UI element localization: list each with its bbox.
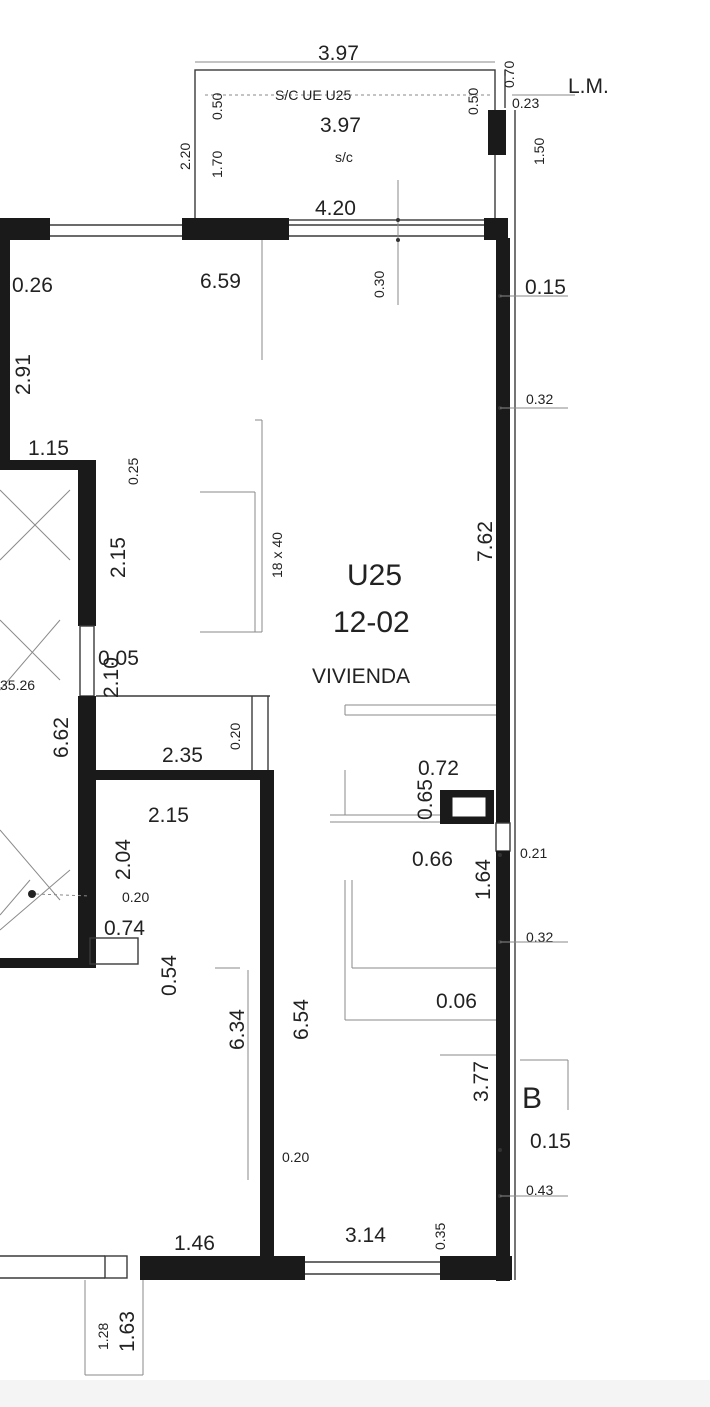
dim-634: 6.34 — [226, 1009, 249, 1050]
dim-020-c: 0.20 — [282, 1149, 309, 1165]
dim-043: 0.43 — [526, 1182, 553, 1198]
stair-core — [0, 460, 139, 968]
dim-021: 0.21 — [520, 845, 547, 861]
dim-balcony-width: 3.97 — [318, 42, 359, 65]
dim-654: 6.54 — [290, 999, 313, 1040]
unit-code: U25 — [347, 559, 402, 592]
exterior-walls — [0, 110, 516, 1376]
bottom-strip — [0, 1380, 710, 1407]
dim-074: 0.74 — [104, 917, 145, 940]
dim-164: 1.64 — [472, 859, 495, 900]
balcony — [194, 61, 575, 221]
dim-070: 0.70 — [501, 61, 517, 88]
dim-377: 3.77 — [470, 1061, 493, 1102]
dim-146: 1.46 — [174, 1232, 215, 1255]
dim-1840: 18 x 40 — [269, 532, 285, 578]
dim-659: 6.59 — [200, 270, 241, 293]
dim-015-a: 0.15 — [525, 276, 566, 299]
dim-005: 0.05 — [98, 647, 139, 670]
dim-023: 0.23 — [512, 95, 539, 111]
dim-066: 0.66 — [412, 848, 453, 871]
interior-walls — [92, 180, 569, 1260]
dim-030: 0.30 — [371, 271, 387, 298]
dim-220: 2.20 — [177, 143, 193, 170]
dim-balcony-inner: 3.97 — [320, 114, 361, 137]
section-marker: B — [522, 1082, 542, 1115]
dim-762: 7.62 — [474, 521, 497, 562]
dim-006: 0.06 — [436, 990, 477, 1013]
dim-170: 1.70 — [209, 151, 225, 178]
dim-150: 1.50 — [531, 138, 547, 165]
dim-026: 0.26 — [12, 274, 53, 297]
dim-035: 0.35 — [432, 1223, 448, 1250]
labels: 3.97 S/C UE U25 3.97 s/c 0.50 1.70 2.20 … — [0, 42, 609, 1352]
dim-072: 0.72 — [418, 757, 459, 780]
dim-163: 1.63 — [116, 1311, 139, 1352]
dim-291: 2.91 — [12, 354, 35, 395]
use-label: VIVIENDA — [312, 665, 410, 688]
dim-235: 2.35 — [162, 744, 203, 767]
dim-204: 2.04 — [112, 839, 135, 880]
dim-025: 0.25 — [125, 458, 141, 485]
balcony-sc: s/c — [335, 149, 353, 165]
dim-065: 0.65 — [414, 779, 437, 820]
dim-314: 3.14 — [345, 1224, 386, 1247]
dim-032-a: 0.32 — [526, 391, 553, 407]
dim-015-b: 0.15 — [530, 1130, 571, 1153]
dim-128: 1.28 — [95, 1323, 111, 1350]
dim-210: 2.10 — [100, 657, 123, 698]
balcony-label: S/C UE U25 — [275, 87, 351, 103]
dim-050-left: 0.50 — [209, 93, 225, 120]
dim-115: 1.15 — [28, 437, 69, 460]
area-3526: 35.26 — [0, 677, 35, 693]
dim-420: 4.20 — [315, 197, 356, 220]
dim-050-right: 0.50 — [465, 88, 481, 115]
dim-662: 6.62 — [50, 717, 73, 758]
line-label-lm: L.M. — [568, 75, 609, 98]
dim-215-b: 2.15 — [148, 804, 189, 827]
dimension-ticks — [396, 218, 568, 1198]
dim-215-a: 2.15 — [107, 537, 130, 578]
dim-020-a: 0.20 — [227, 723, 243, 750]
dim-054: 0.54 — [158, 955, 181, 996]
dim-032-b: 0.32 — [526, 929, 553, 945]
dim-020-b: 0.20 — [122, 889, 149, 905]
unit-number: 12-02 — [333, 606, 410, 639]
